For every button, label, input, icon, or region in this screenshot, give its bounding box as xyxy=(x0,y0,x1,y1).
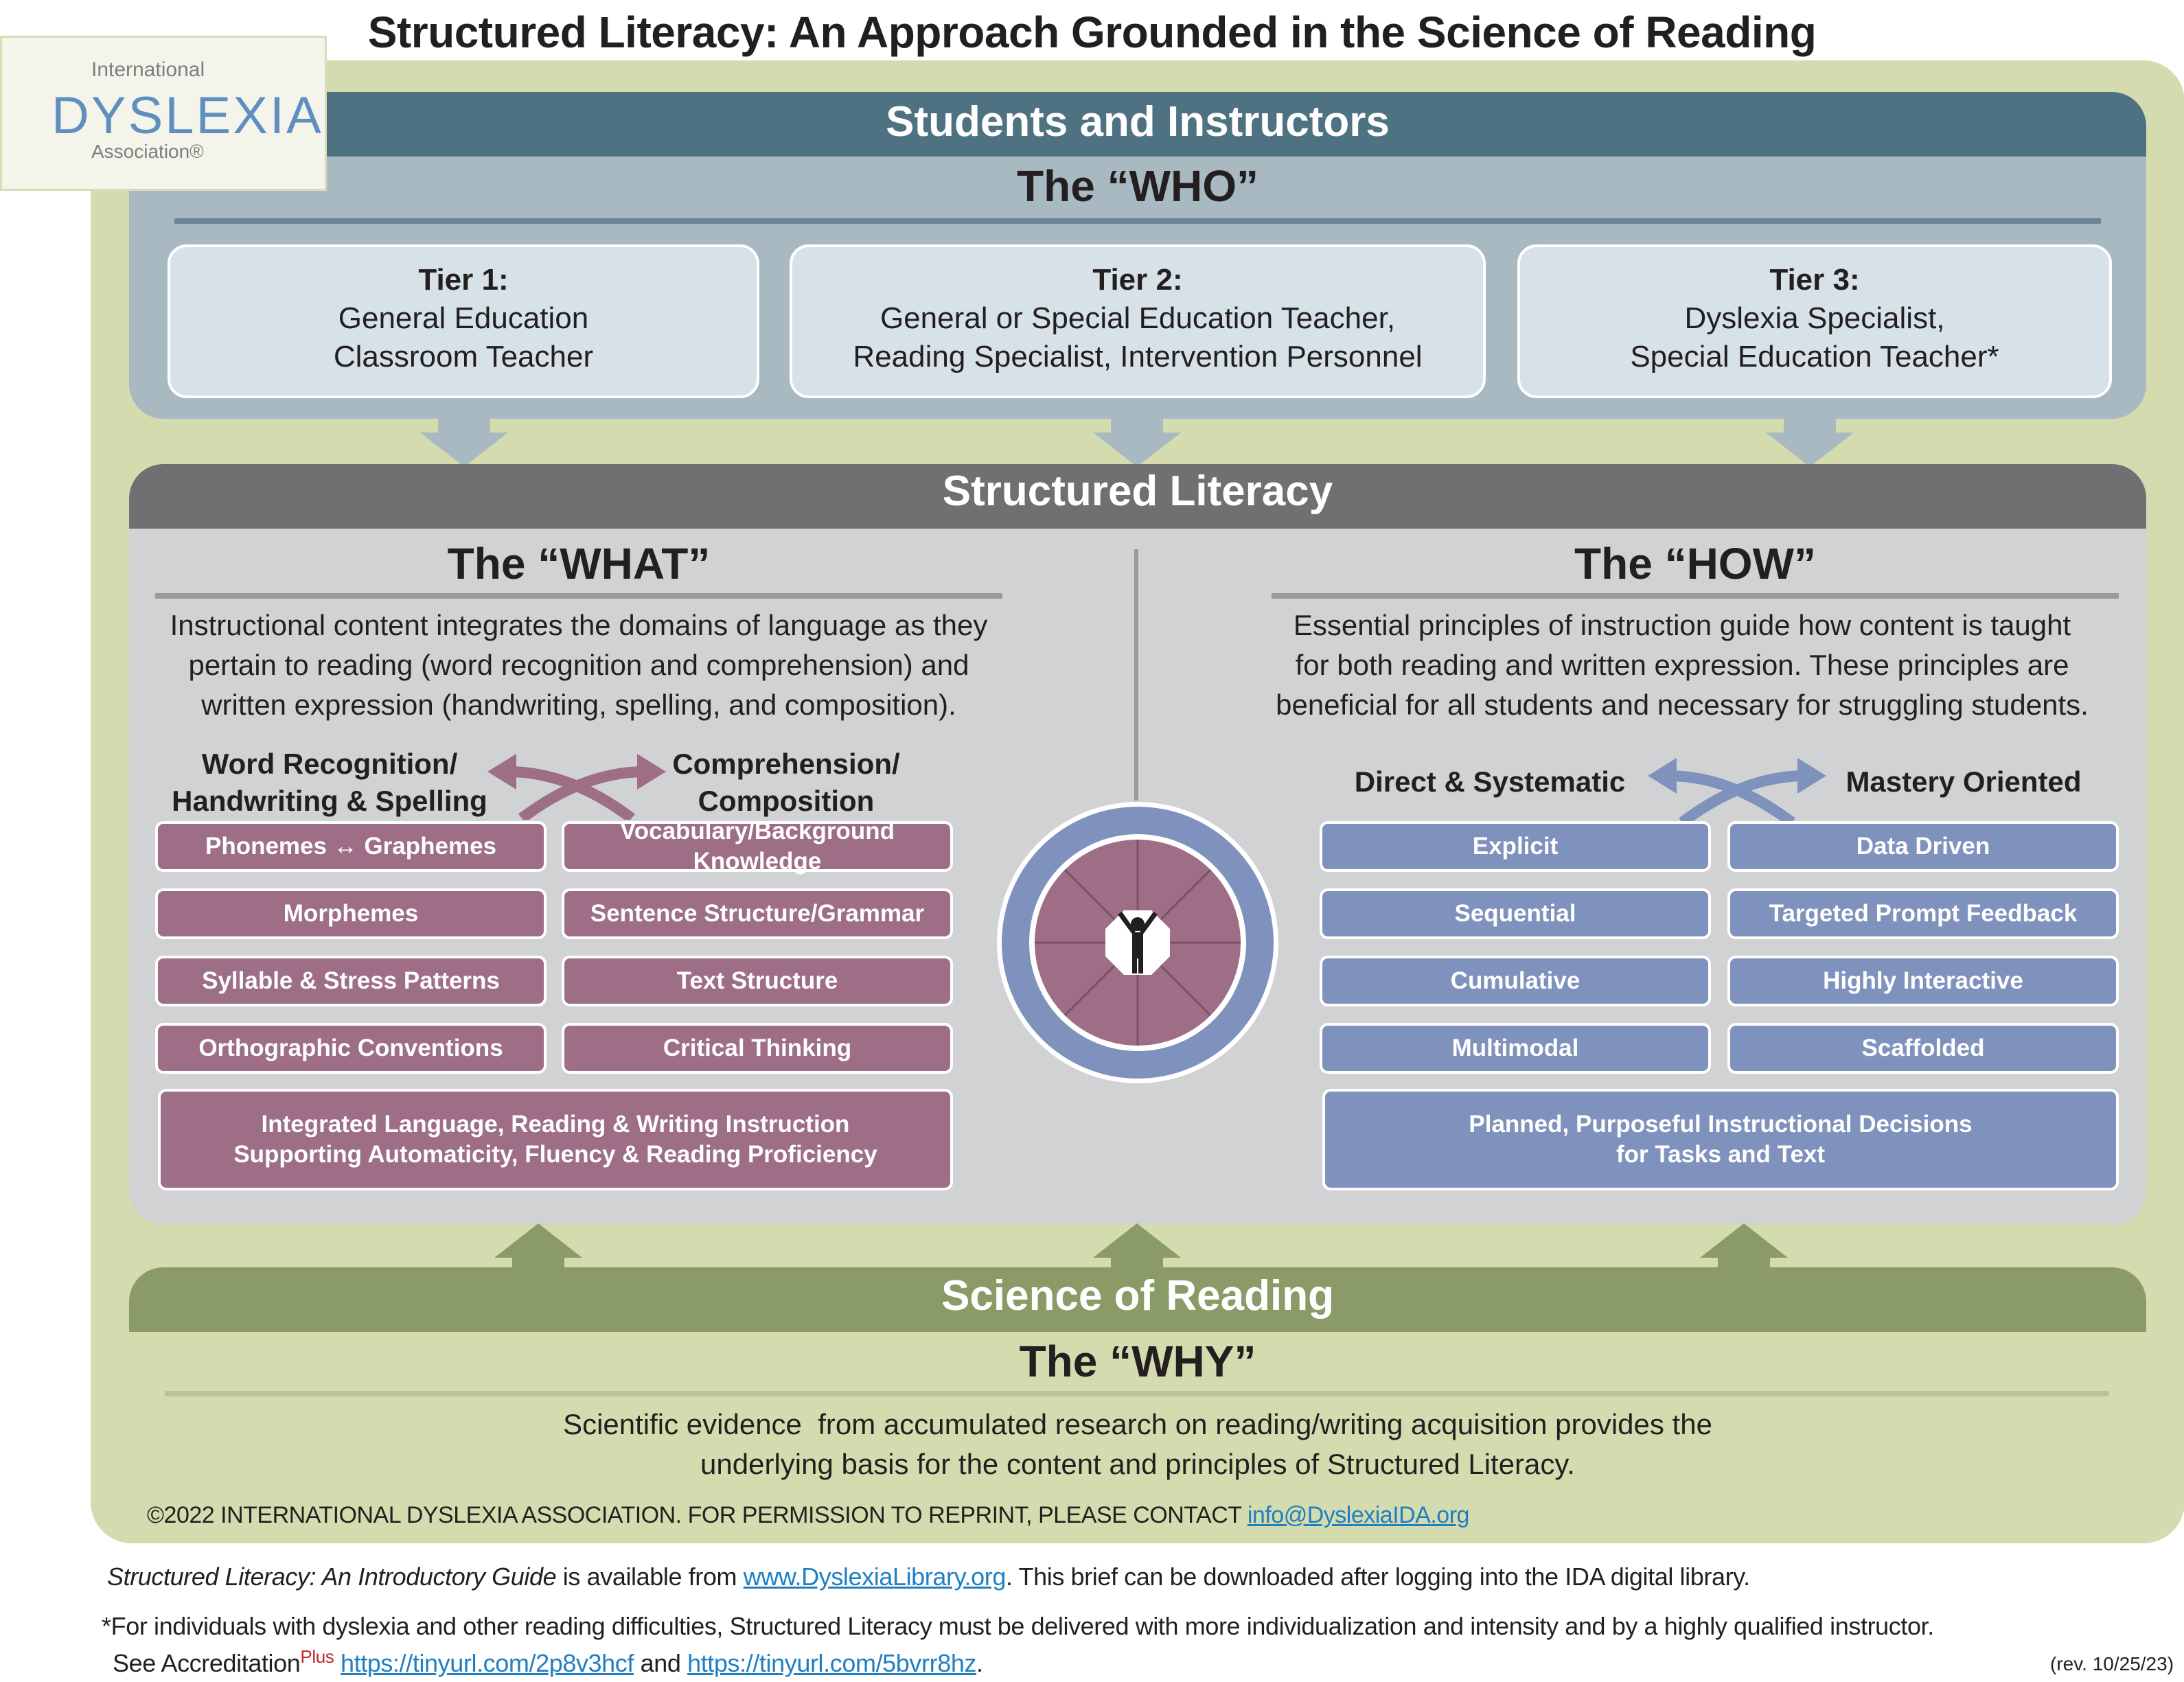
what-item-vocabulary: Vocabulary/Background Knowledge xyxy=(562,818,953,875)
tier-2-label: Tier 2: xyxy=(1092,263,1183,297)
tier-2-box: Tier 2: General or Special Education Tea… xyxy=(790,244,1486,398)
how-crossed-arrows-icon xyxy=(1648,758,1826,824)
direct-systematic-heading: Direct & Systematic xyxy=(1354,765,1626,798)
word-recognition-heading-line-2: Handwriting & Spelling xyxy=(172,785,487,817)
how-item-data-driven: Data Driven xyxy=(1727,821,2119,872)
tier-2-line-2: Reading Specialist, Intervention Personn… xyxy=(853,340,1423,373)
what-item-morphemes: Morphemes xyxy=(155,888,547,939)
why-text-line-1: Scientific evidence from accumulated res… xyxy=(563,1408,1712,1440)
guide-end: . This brief can be downloaded after log… xyxy=(1005,1563,1750,1591)
tinyurl-link-2[interactable]: https://tinyurl.com/5bvrr8hz xyxy=(687,1649,977,1677)
what-text-line-3: written expression (handwriting, spellin… xyxy=(201,689,956,721)
tier-3-line-1: Dyslexia Specialist, xyxy=(1684,301,1945,335)
how-text-line-2: for both reading and written expression.… xyxy=(1295,649,2069,681)
tier-3-label: Tier 3: xyxy=(1769,263,1860,297)
why-text-line-2: underlying basis for the content and pri… xyxy=(700,1448,1575,1480)
accreditation-note: See AccreditationPlus https://tinyurl.co… xyxy=(113,1646,983,1678)
what-summary-line-1: Integrated Language, Reading & Writing I… xyxy=(261,1111,850,1138)
how-item-cumulative: Cumulative xyxy=(1320,956,1711,1006)
guide-mid: is available from xyxy=(556,1563,744,1591)
accreditation-plus: Plus xyxy=(300,1646,334,1667)
what-item-sentence-structure: Sentence Structure/Grammar xyxy=(562,888,953,939)
how-item-multimodal: Multimodal xyxy=(1320,1023,1711,1074)
how-item-targeted-feedback: Targeted Prompt Feedback xyxy=(1727,888,2119,939)
why-header-bar xyxy=(129,1267,2146,1332)
comprehension-heading-line-1: Comprehension/ xyxy=(672,748,900,780)
column-divider xyxy=(1134,549,1138,800)
how-summary-line-2: for Tasks and Text xyxy=(1616,1141,1826,1168)
what-text-line-2: pertain to reading (word recognition and… xyxy=(188,649,969,681)
how-item-sequential: Sequential xyxy=(1320,888,1711,939)
why-heading: Science of Reading xyxy=(941,1272,1334,1320)
structured-literacy-emblem-icon xyxy=(997,802,1278,1083)
how-summary-box: Planned, Purposeful Instructional Decisi… xyxy=(1322,1089,2119,1190)
revision-date: (rev. 10/25/23) xyxy=(2050,1653,2174,1674)
logo-line-3: Association® xyxy=(91,141,204,162)
tier-1-box: Tier 1: General Education Classroom Teac… xyxy=(168,244,759,398)
logo-line-2: DYSLEXIA xyxy=(51,87,323,145)
how-item-scaffolded: Scaffolded xyxy=(1727,1023,2119,1074)
tier-3-line-2: Special Education Teacher* xyxy=(1630,340,1999,373)
why-title: The “WHY” xyxy=(1019,1337,1256,1386)
word-recognition-heading: Word Recognition/ Handwriting & Spelling xyxy=(144,746,515,820)
who-title: The “WHO” xyxy=(1017,161,1258,211)
page-title: Structured Literacy: An Approach Grounde… xyxy=(367,8,1817,57)
what-divider xyxy=(155,593,1002,599)
what-text-line-1: Instructional content integrates the dom… xyxy=(170,609,988,641)
tier-2-line-1: General or Special Education Teacher, xyxy=(880,301,1396,335)
guide-title: Structured Literacy: An Introductory Gui… xyxy=(107,1563,557,1591)
how-divider xyxy=(1272,593,2119,599)
what-item-syllable-stress: Syllable & Stress Patterns xyxy=(155,956,547,1006)
comprehension-heading: Comprehension/ Composition xyxy=(639,746,934,820)
how-item-explicit: Explicit xyxy=(1320,821,1711,872)
period: . xyxy=(976,1649,983,1677)
how-text-line-3: beneficial for all students and necessar… xyxy=(1276,689,2089,721)
down-arrow-right xyxy=(1766,419,1854,467)
contact-email-link[interactable]: info@DyslexiaIDA.org xyxy=(1247,1502,1470,1528)
who-header-bar xyxy=(129,92,2146,157)
what-item-orthographic: Orthographic Conventions xyxy=(155,1023,547,1074)
down-arrow-left xyxy=(420,419,508,467)
who-heading: Students and Instructors xyxy=(886,98,1390,146)
tier-1-line-2: Classroom Teacher xyxy=(333,340,594,373)
tier-3-box: Tier 3: Dyslexia Specialist, Special Edu… xyxy=(1517,244,2112,398)
what-item-phonemes-graphemes: Phonemes ↔ Graphemes xyxy=(155,821,547,872)
what-item-critical-thinking: Critical Thinking xyxy=(562,1023,953,1074)
tier-1-line-1: General Education xyxy=(338,301,589,335)
copyright-text: ©2022 INTERNATIONAL DYSLEXIA ASSOCIATION… xyxy=(147,1502,1241,1528)
what-summary-box: Integrated Language, Reading & Writing I… xyxy=(158,1089,953,1190)
what-title: The “WHAT” xyxy=(447,539,711,588)
how-title: The “HOW” xyxy=(1574,539,1816,588)
dyslexia-library-link[interactable]: www.DyslexiaLibrary.org xyxy=(743,1563,1007,1591)
comprehension-heading-line-2: Composition xyxy=(698,785,875,817)
tinyurl-link-1[interactable]: https://tinyurl.com/2p8v3hcf xyxy=(340,1649,634,1677)
what-crossed-arrows-icon xyxy=(487,754,666,820)
down-arrow-center xyxy=(1093,419,1181,467)
tier-1-label: Tier 1: xyxy=(418,263,509,297)
copyright-line: ©2022 INTERNATIONAL DYSLEXIA ASSOCIATION… xyxy=(147,1502,1469,1529)
structured-literacy-header-bar xyxy=(129,464,2146,529)
mastery-oriented-heading: Mastery Oriented xyxy=(1846,765,2082,798)
word-recognition-heading-line-1: Word Recognition/ xyxy=(201,748,458,780)
why-description: Scientific evidence from accumulated res… xyxy=(129,1405,2146,1484)
see-prefix: See Accreditation xyxy=(113,1649,301,1677)
guide-note: Structured Literacy: An Introductory Gui… xyxy=(107,1563,1750,1591)
structured-literacy-heading: Structured Literacy xyxy=(942,468,1333,515)
how-item-highly-interactive: Highly Interactive xyxy=(1727,956,2119,1006)
individualization-note: *For individuals with dyslexia and other… xyxy=(102,1612,1934,1640)
how-text-line-1: Essential principles of instruction guid… xyxy=(1293,609,2071,641)
and-text: and xyxy=(634,1649,688,1677)
why-divider xyxy=(165,1391,2109,1396)
how-description: Essential principles of instruction guid… xyxy=(1236,606,2128,725)
how-summary-line-1: Planned, Purposeful Instructional Decisi… xyxy=(1469,1111,1973,1138)
what-item-text-structure: Text Structure xyxy=(562,956,953,1006)
logo-line-1: International xyxy=(91,58,205,81)
ida-logo: International DYSLEXIA Association® xyxy=(0,36,327,191)
what-description: Instructional content integrates the dom… xyxy=(117,606,1041,725)
what-summary-line-2: Supporting Automaticity, Fluency & Readi… xyxy=(233,1141,877,1168)
who-divider xyxy=(174,218,2101,224)
